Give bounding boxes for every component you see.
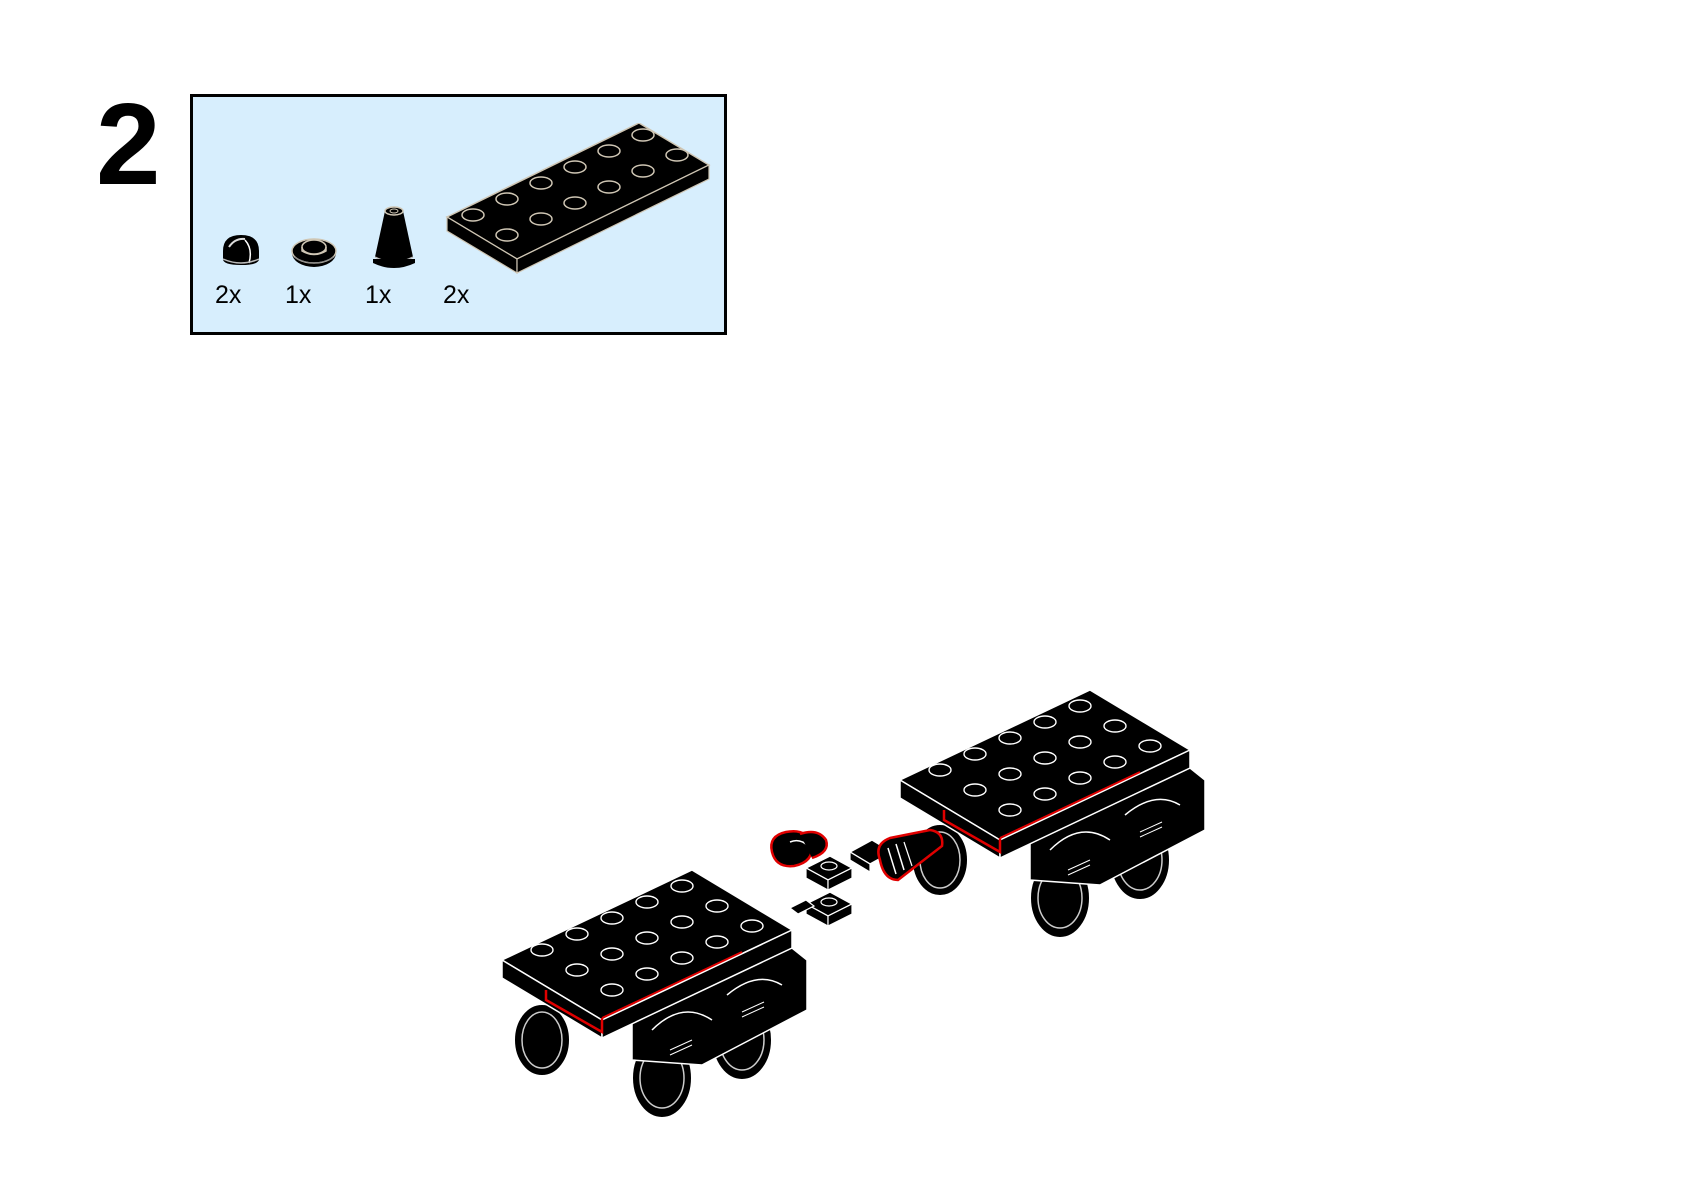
cone-icon <box>369 201 419 271</box>
part-quantity: 2x <box>215 281 242 309</box>
round-plate-icon <box>289 229 339 271</box>
part-quantity: 1x <box>365 281 392 309</box>
round-tile-icon <box>219 229 263 269</box>
part-quantity: 2x <box>443 281 470 309</box>
plate-2x6-icon <box>443 123 713 283</box>
rear-bogie <box>898 688 1207 940</box>
front-bogie <box>500 868 809 1120</box>
coupling-parts <box>770 828 944 928</box>
step-number: 2 <box>96 79 161 209</box>
parts-list-callout: 2x 1x 1x <box>190 94 727 335</box>
part-quantity: 1x <box>285 281 312 309</box>
